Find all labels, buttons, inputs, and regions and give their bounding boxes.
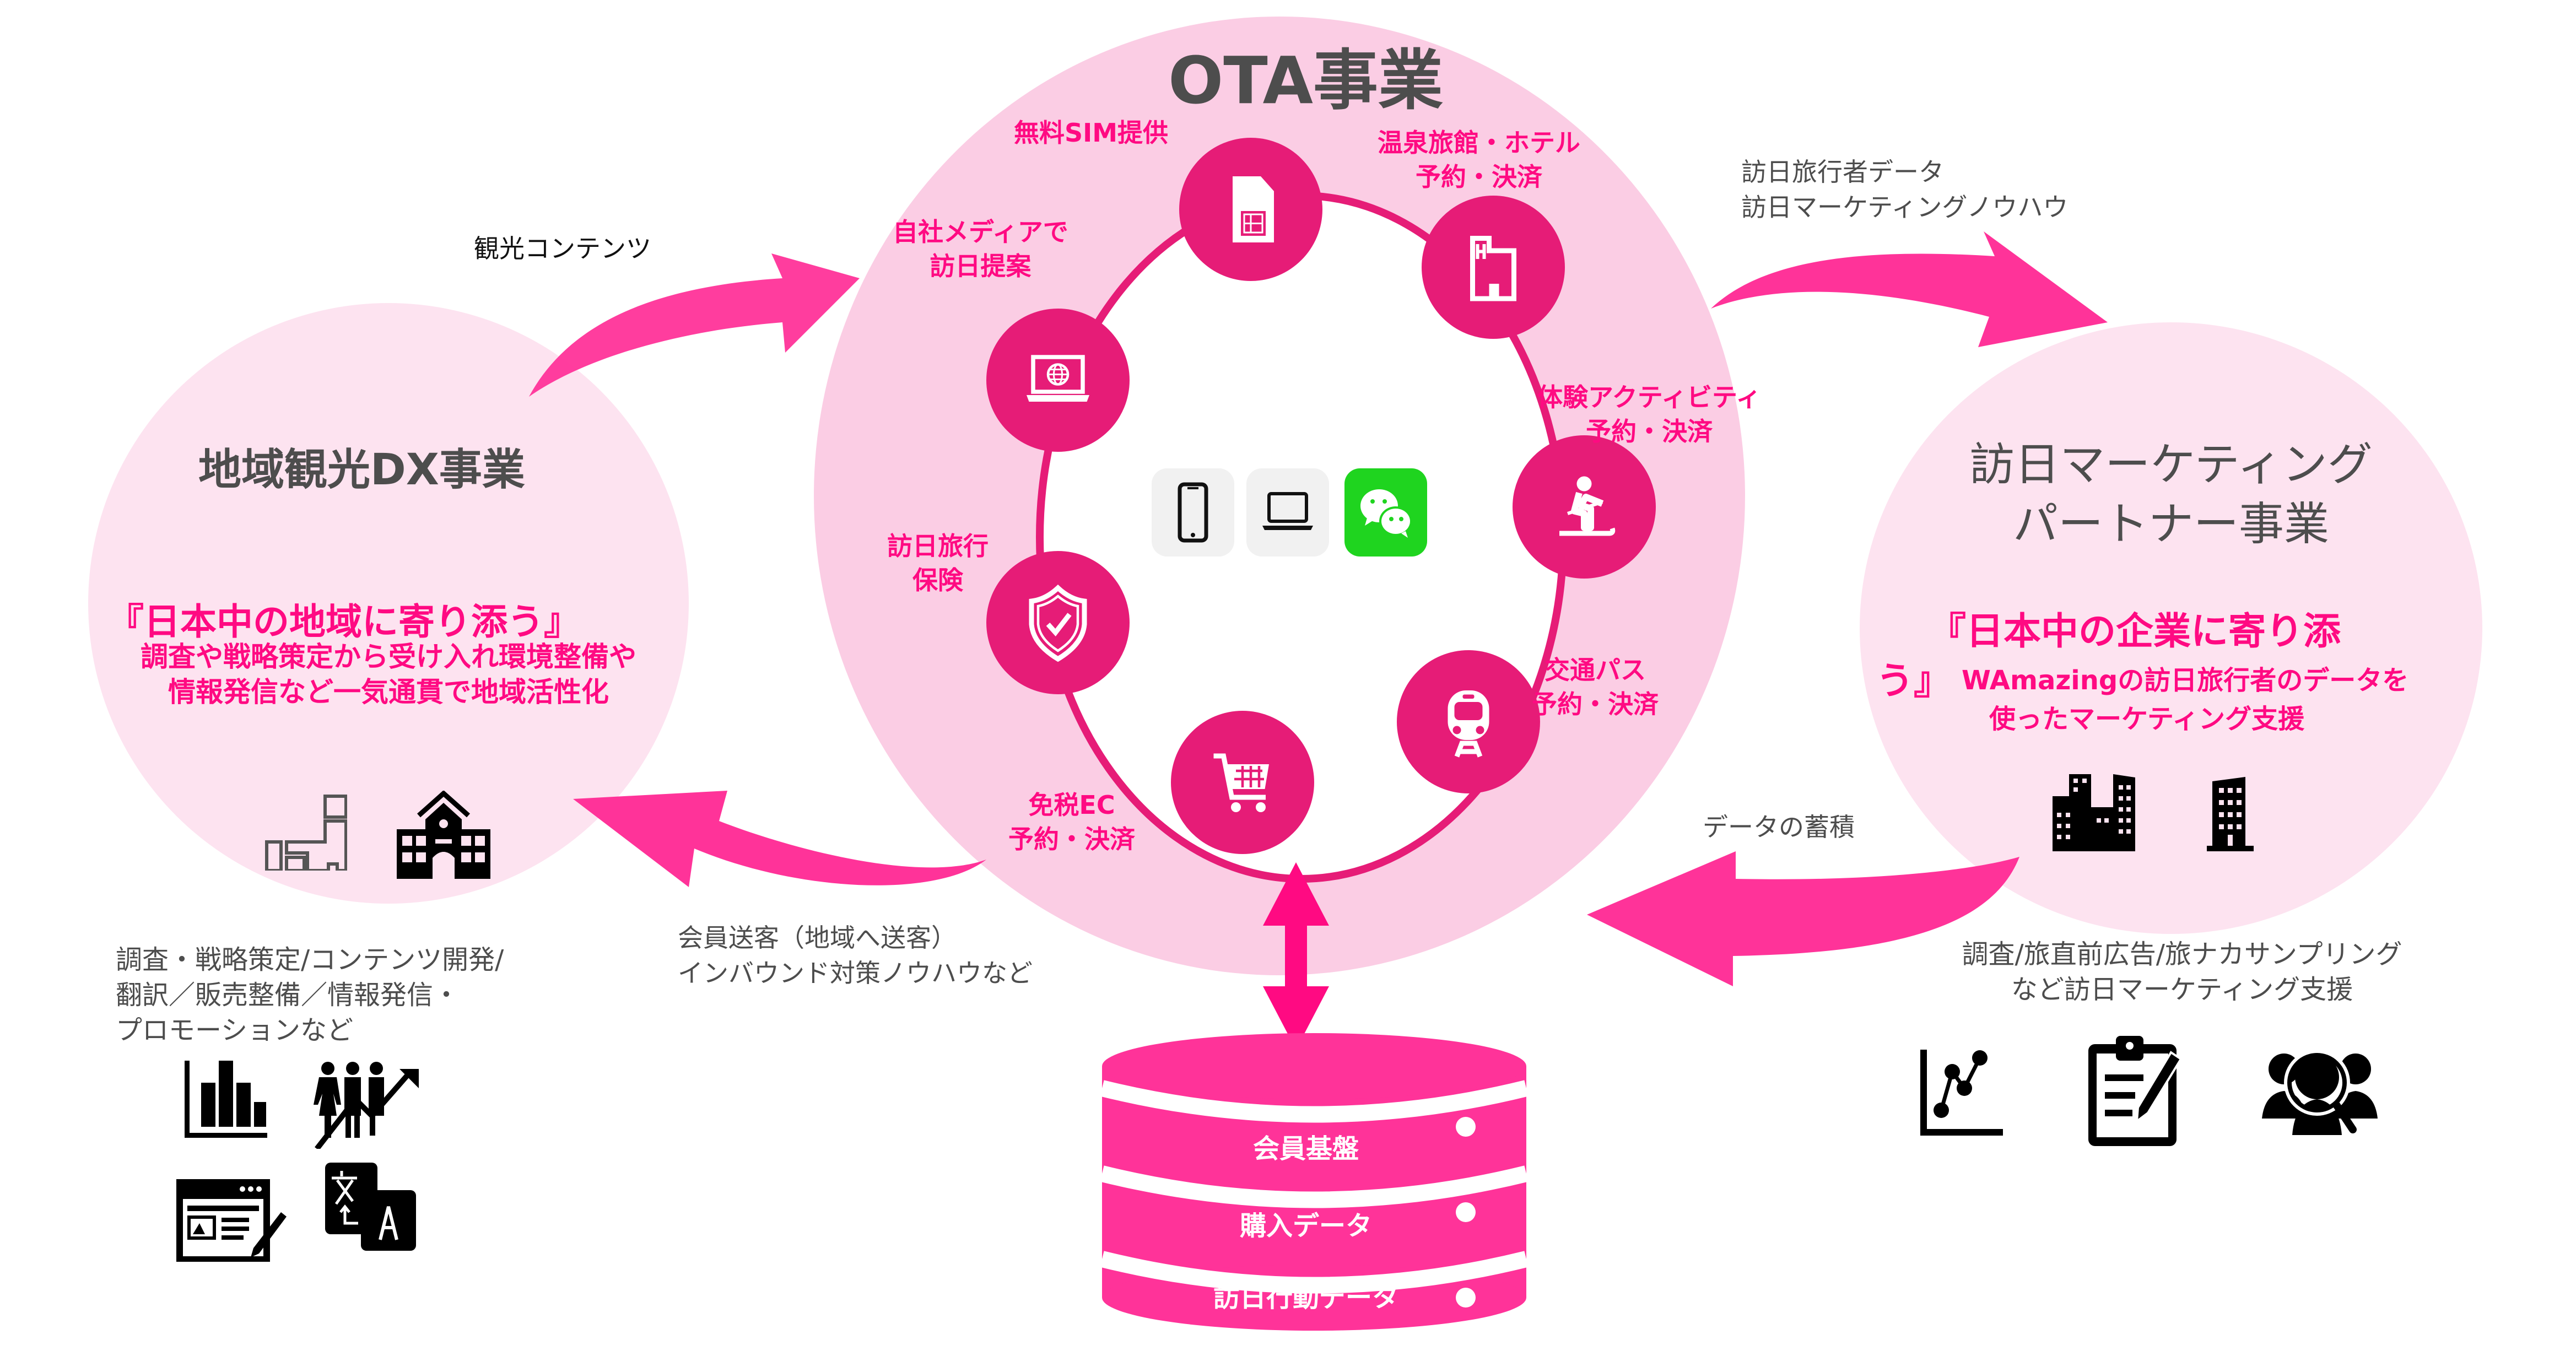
shopping-cart-icon (1213, 753, 1269, 812)
service-label-insurance: 訪日旅行保険 (887, 531, 989, 595)
service-label-activity: 体験アクティビティ予約・決済 (1537, 382, 1762, 446)
regional-slogan: 『日本中の地域に寄り添う』 (107, 601, 580, 643)
arrow-data-accumulation (1587, 851, 2019, 986)
office-buildings-icon (2053, 774, 2152, 851)
sim-card-icon (1233, 176, 1274, 242)
smartphone-chip (1152, 468, 1234, 557)
service-label-transport: 交通パス予約・決済 (1532, 655, 1659, 719)
partner-services: 調査/旅直前広告/旅ナカサンプリング など訪日マーケティング支援 (1962, 939, 2402, 1005)
partner-slogan-line1: 『日本中の企業に寄り添 (1929, 610, 2341, 653)
user-search-icon (2262, 1047, 2378, 1135)
database-layer-members: 会員基盤 (1252, 1133, 1359, 1164)
partner-title: 訪日マーケティング パートナー事業 (1969, 439, 2373, 550)
shopping-cart-node (1171, 711, 1314, 854)
hotel-icon (1470, 236, 1516, 301)
wechat-chip (1344, 468, 1427, 557)
database-icon (1100, 1033, 1529, 1331)
partner-circle (1860, 322, 2482, 934)
town-hall-icon (391, 791, 496, 879)
skiing-icon (1559, 476, 1616, 536)
train-node (1397, 650, 1540, 793)
translate-icon (325, 1163, 419, 1251)
train-icon (1448, 690, 1489, 758)
flow-label-to-regional: 会員送客（地域へ送客） インバウンド対策ノウハウなど (678, 923, 1033, 988)
arrow-to-regional (573, 791, 986, 887)
shield-check-icon (1029, 584, 1087, 662)
laptop-globe-icon (1027, 355, 1089, 402)
hotel-node (1422, 196, 1565, 339)
clipboard-pencil-icon (2083, 1036, 2193, 1146)
service-label-media: 自社メディアで訪日提案 (893, 217, 1068, 281)
regional-dx-circle (88, 303, 689, 904)
line-chart-icon (1920, 1050, 2003, 1138)
insurance-node (986, 551, 1130, 694)
service-label-hotel: 温泉旅館・ホテル予約・決済 (1378, 128, 1580, 192)
double-arrow-ota-database (1263, 862, 1329, 1050)
service-label-sim: 無料SIM提供 (1014, 118, 1169, 148)
partner-slogan-line2: う』 (1876, 660, 1952, 703)
database-layer-purchases: 購入データ (1239, 1211, 1372, 1241)
bar-chart-icon (185, 1061, 267, 1138)
media-node (986, 309, 1130, 452)
partner-description-line2: 使ったマーケティング支援 (1989, 704, 2305, 734)
web-editor-icon (176, 1179, 287, 1262)
arrow-tourism-content (529, 253, 860, 397)
wechat-icon (1360, 489, 1412, 538)
people-growth-icon (311, 1061, 422, 1149)
regional-services: 調査・戦略策定/コンテンツ開発/ 翻訳／販売整備／情報発信・ プロモーションなど (116, 944, 504, 1046)
laptop-chip (1246, 468, 1329, 557)
arrow-to-partner (1711, 231, 2108, 347)
regional-title: 地域観光DX事業 (198, 445, 525, 495)
flow-label-to-partner: 訪日旅行者データ 訪日マーケティングノウハウ (1741, 157, 2069, 222)
tower-building-icon (2207, 777, 2256, 851)
ota-title: OTA事業 (1168, 42, 1443, 118)
regional-description: 調査や戦略策定から受け入れ環境整備や 情報発信など一気通貫で地域活性化 (141, 641, 636, 708)
laptop-icon (1262, 492, 1313, 530)
smartphone-icon (1178, 482, 1208, 543)
flow-label-data-accumulation: データの蓄積 (1703, 812, 1855, 842)
partner-description-line1: WAmazingの訪日旅行者のデータを (1962, 665, 2409, 696)
japan-map-icon (264, 793, 347, 871)
database-layer-behavior: 訪日行動データ (1213, 1282, 1398, 1313)
sim-card-node (1179, 138, 1322, 281)
skiing-node (1513, 435, 1656, 579)
flow-label-tourism-content: 観光コンテンツ (474, 234, 651, 263)
